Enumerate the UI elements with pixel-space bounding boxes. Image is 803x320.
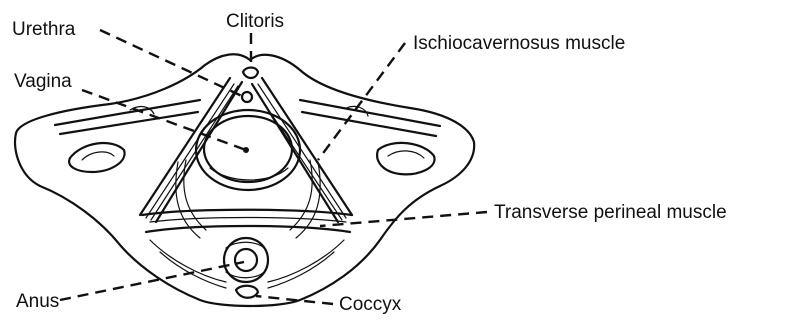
label-vagina: Vagina	[14, 72, 72, 91]
left-foramen	[69, 143, 124, 172]
vagina-leader	[82, 90, 246, 150]
right-ischiocavernosus	[262, 78, 352, 215]
urethra-opening	[242, 92, 252, 102]
label-urethra: Urethra	[12, 20, 75, 39]
anus-leader	[60, 262, 244, 300]
label-clitoris: Clitoris	[226, 12, 284, 31]
label-coccyx: Coccyx	[339, 295, 401, 314]
label-anus: Anus	[16, 292, 59, 311]
anus-inner	[235, 249, 257, 271]
coccyx-shape	[236, 286, 258, 298]
transverse-perineal-band	[142, 210, 352, 215]
clitoris-shape	[243, 68, 258, 79]
label-transverse-perineal: Transverse perineal muscle	[494, 203, 727, 222]
right-foramen	[377, 143, 434, 174]
label-ischiocavernosus: Ischiocavernosus muscle	[413, 34, 625, 53]
urethra-leader	[100, 30, 244, 97]
